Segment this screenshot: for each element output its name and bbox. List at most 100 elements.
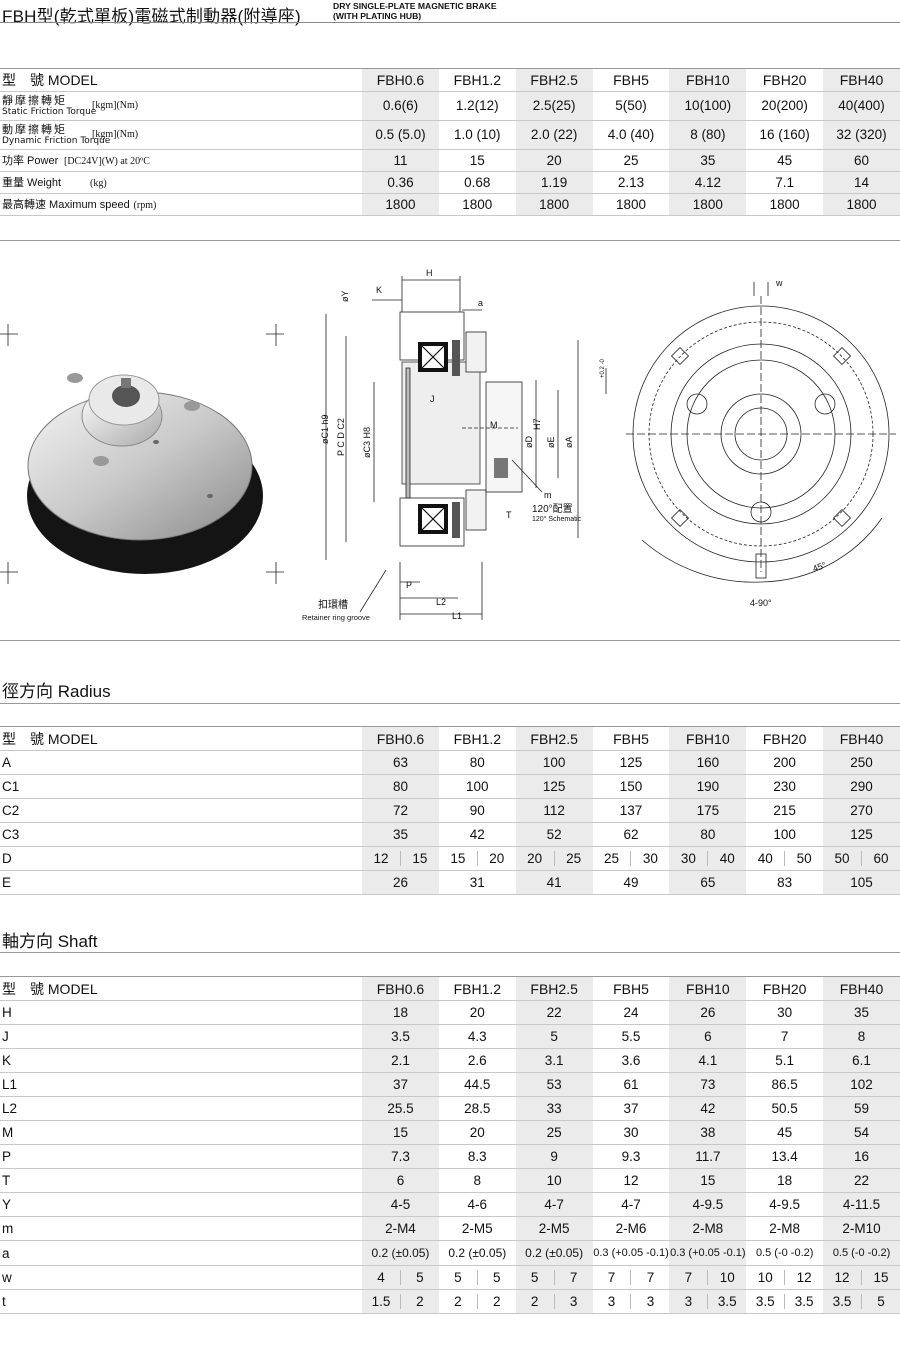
- pair-value: 3.5: [755, 1294, 775, 1309]
- shaft-cell: 0.5 (-0 -0.2): [823, 1240, 900, 1266]
- radius-cell: 63: [362, 750, 439, 775]
- spec-cell: 1.19: [515, 171, 593, 193]
- row-label: E: [2, 875, 12, 890]
- spec-cell: 2.0 (22): [515, 120, 593, 149]
- shaft-row-K: K 2.1 2.6 3.1 3.6 4.1 5.1 6.1: [0, 1048, 900, 1073]
- spec-cell: 16 (160): [759, 127, 810, 142]
- radius-cell: 125: [619, 755, 643, 770]
- shaft-cell: 4-11.5: [823, 1192, 900, 1217]
- shaft-cell: 42: [669, 1096, 747, 1121]
- shaft-cell: 30: [777, 1005, 793, 1020]
- radius-cell: 290: [823, 774, 900, 799]
- shaft-cell: 8: [823, 1024, 900, 1049]
- shaft-cell: 11.7: [669, 1144, 747, 1169]
- shaft-cell: 45: [777, 1125, 793, 1140]
- pair-value: 3.5: [832, 1294, 852, 1309]
- pair-value: 12: [784, 1270, 823, 1285]
- shaft-cell: 30: [623, 1125, 639, 1140]
- retainer-en: Retainer ring groove: [302, 613, 370, 622]
- spec-cell: 60: [823, 149, 900, 171]
- dim-Y: øY: [340, 290, 350, 302]
- spec-row-speed: 最高轉速 Maximum speed (rpm) 1800 1800 1800 …: [0, 193, 900, 215]
- shaft-cell: 0.2 (±0.05): [362, 1240, 439, 1266]
- shaft-cell: 12: [623, 1173, 639, 1188]
- radius-top-rule: [0, 640, 900, 641]
- row-label: Y: [2, 1197, 12, 1212]
- spec-cell: 7.1: [775, 174, 795, 190]
- shaft-row-L1: L1 37 44.5 53 61 73 86.5 102: [0, 1072, 900, 1097]
- model-cell: FBH20: [762, 730, 807, 747]
- radius-cell: 49: [623, 875, 639, 890]
- pair-value: 3: [630, 1294, 669, 1309]
- static-torque-unit: [kgm](Nm): [92, 100, 139, 111]
- radius-cell: 100: [515, 750, 593, 775]
- pair-value: 5: [454, 1270, 462, 1285]
- pair-value: 40: [757, 851, 773, 866]
- spec-row-static-torque: 靜摩擦轉矩 Static Friction Torque [kgm](Nm) 0…: [0, 91, 900, 120]
- row-label: C3: [2, 827, 20, 842]
- pair-value: 7: [553, 1270, 593, 1285]
- spec-cell: 0.68: [464, 174, 491, 190]
- shaft-cell: 0.3 (+0.05 -0.1): [669, 1240, 747, 1266]
- shaft-cell: 0.2 (±0.05): [515, 1240, 593, 1266]
- dim-J: J: [430, 394, 435, 404]
- spec-cell: 1800: [769, 196, 800, 212]
- shaft-cell: 35: [823, 1000, 900, 1025]
- radius-cell: 80: [362, 774, 439, 799]
- shaft-cell: 37: [623, 1101, 639, 1116]
- row-label: a: [2, 1245, 10, 1261]
- shaft-cell: 3.6: [621, 1053, 641, 1068]
- title-en-line1: DRY SINGLE-PLATE MAGNETIC BRAKE: [333, 1, 497, 11]
- model-cell: FBH10: [669, 726, 747, 751]
- shaft-cell: 26: [669, 1000, 747, 1025]
- shaft-cell: 2.1: [362, 1048, 439, 1073]
- spec-cell: 1800: [823, 193, 900, 215]
- shaft-cell: 2-M10: [823, 1216, 900, 1241]
- model-cell: FBH40: [823, 69, 900, 91]
- shaft-cell: 5.5: [621, 1029, 641, 1044]
- model-cell: FBH20: [762, 71, 807, 88]
- radius-title: 徑方向 Radius: [2, 682, 111, 701]
- shaft-cell: 4-7: [621, 1197, 641, 1212]
- shaft-cell: 15: [362, 1120, 439, 1145]
- power-unit: [DC24V](W) at 20ºC: [64, 156, 150, 167]
- shaft-cell: 22: [823, 1168, 900, 1193]
- radius-cell: 100: [466, 779, 489, 794]
- shaft-cell: 2-M5: [515, 1216, 593, 1241]
- radius-cell: 42: [469, 827, 485, 842]
- pair-value: 50: [834, 851, 850, 866]
- dim-H: H: [426, 268, 433, 278]
- row-label: t: [2, 1294, 6, 1309]
- row-label: w: [2, 1270, 12, 1285]
- dynamic-torque-en: Dynamic Friction Torque: [2, 135, 111, 146]
- pair-value: 3.5: [784, 1294, 823, 1309]
- shaft-cell: 2-M8: [769, 1221, 801, 1236]
- shaft-row-M: M 15 20 25 30 38 45 54: [0, 1120, 900, 1145]
- pair-value: 5: [399, 1270, 439, 1285]
- shaft-row-P: P 7.3 8.3 9 9.3 11.7 13.4 16: [0, 1144, 900, 1169]
- pair-value: 1.5: [371, 1294, 391, 1309]
- spec-cell: 20: [515, 149, 593, 171]
- shaft-cell: 2-M6: [615, 1221, 647, 1236]
- radius-row-C1: C1 80 100 125 150 190 230 290: [0, 774, 900, 799]
- shaft-row-H: H 18 20 22 24 26 30 35: [0, 1000, 900, 1025]
- pair-value: 20: [527, 851, 543, 866]
- power-label-text: 功率 Power: [2, 155, 59, 167]
- radius-cell: 62: [623, 827, 639, 842]
- shaft-cell: 4-6: [467, 1197, 488, 1212]
- shaft-cell: 44.5: [464, 1077, 491, 1092]
- weight-label-text: 重量 Weight: [2, 177, 62, 189]
- shaft-cell: 4-5: [362, 1192, 439, 1217]
- pair-value: 15: [450, 851, 466, 866]
- header-divider: [0, 22, 900, 23]
- dim-w: w: [775, 278, 783, 288]
- shaft-cell: 53: [515, 1072, 593, 1097]
- spec-cell: 15: [469, 152, 485, 168]
- pair-value: 3: [553, 1294, 593, 1309]
